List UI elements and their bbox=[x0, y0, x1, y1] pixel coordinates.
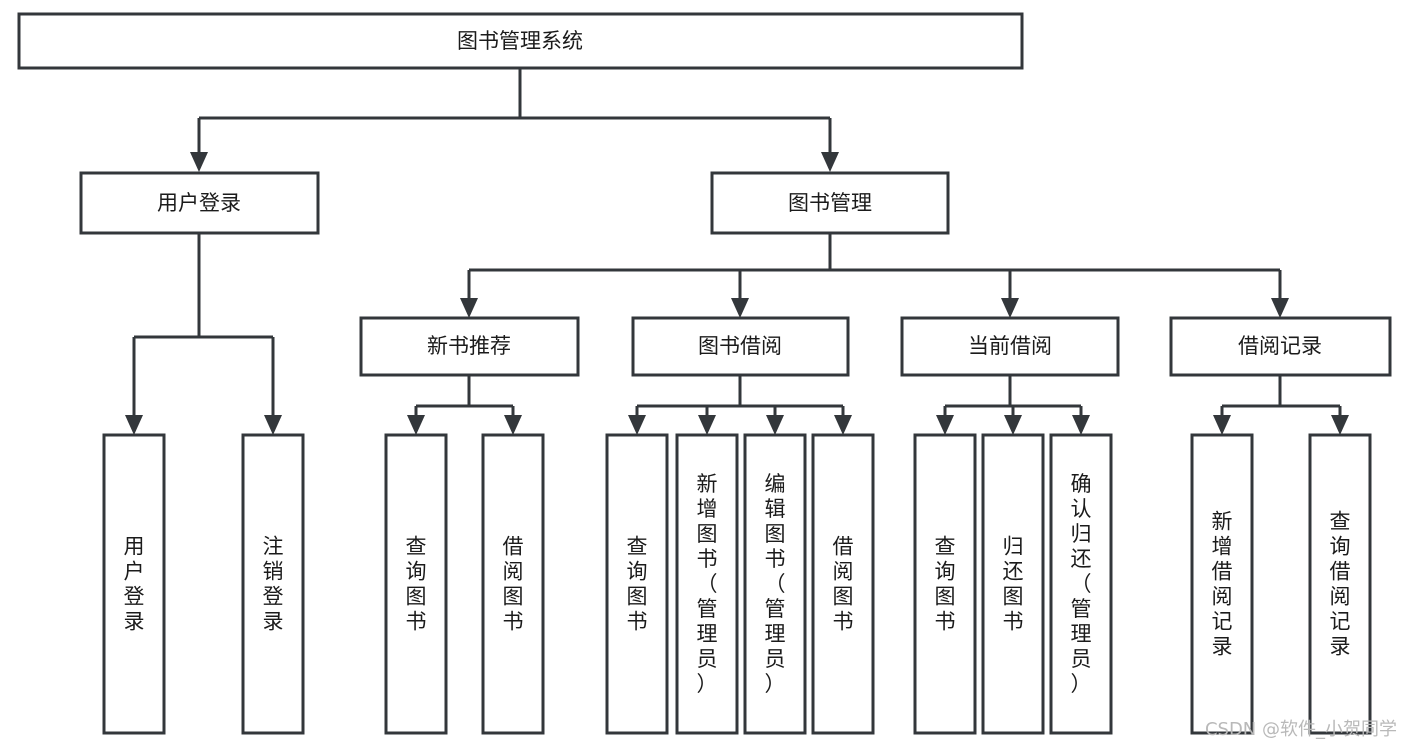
leaf-new-book-borrow[interactable]: 借阅图书 bbox=[481, 433, 545, 735]
leaf-new-book-query[interactable]: 查询图书 bbox=[384, 433, 448, 735]
arrow-rc-leaf1 bbox=[1213, 415, 1231, 435]
edges-layer bbox=[125, 68, 1349, 435]
leaf-user-login-login-label: 用户登录 bbox=[124, 535, 145, 634]
arrow-to-new-book bbox=[460, 298, 478, 318]
node-borrow-record-box[interactable] bbox=[1169, 316, 1392, 377]
node-new-book-recommend-box[interactable] bbox=[359, 316, 580, 377]
csdn-watermark: CSDN @软件_小贺同学 bbox=[1204, 719, 1397, 740]
node-current-borrow-box[interactable] bbox=[900, 316, 1120, 377]
leaf-borrow-borrow-book-box[interactable] bbox=[811, 433, 875, 735]
arrow-to-record bbox=[1271, 298, 1289, 318]
node-user-login-label: 用户登录 bbox=[157, 191, 241, 215]
leaf-user-login-login[interactable]: 用户登录 bbox=[102, 433, 166, 735]
arrow-cb-leaf2 bbox=[1004, 415, 1022, 435]
leaf-new-book-borrow-box[interactable] bbox=[481, 433, 545, 735]
leaf-user-login-logout[interactable]: 注销登录 bbox=[241, 433, 305, 735]
node-book-management[interactable]: 图书管理 bbox=[710, 171, 950, 235]
leaf-borrow-query-box[interactable] bbox=[605, 433, 669, 735]
leaf-current-confirm-return[interactable]: 确认归还（管理员） bbox=[1049, 433, 1113, 735]
node-user-login-box[interactable] bbox=[79, 171, 320, 235]
arrow-bw-leaf2 bbox=[698, 415, 716, 435]
node-new-book-recommend[interactable]: 新书推荐 bbox=[359, 316, 580, 377]
leaf-record-query-box[interactable] bbox=[1308, 433, 1372, 735]
leaf-borrow-borrow-book[interactable]: 借阅图书 bbox=[811, 433, 875, 735]
arrow-cb-leaf3 bbox=[1072, 415, 1090, 435]
arrow-nb-leaf1 bbox=[407, 415, 425, 435]
node-new-book-recommend-label: 新书推荐 bbox=[427, 334, 511, 358]
leaf-current-return[interactable]: 归还图书 bbox=[981, 433, 1045, 735]
arrow-to-current bbox=[1001, 298, 1019, 318]
leaf-record-add-box[interactable] bbox=[1190, 433, 1254, 735]
arrow-nb-leaf2 bbox=[504, 415, 522, 435]
leaf-user-login-logout-box[interactable] bbox=[241, 433, 305, 735]
node-borrow-record-label: 借阅记录 bbox=[1238, 334, 1322, 358]
leaf-current-return-box[interactable] bbox=[981, 433, 1045, 735]
node-user-login[interactable]: 用户登录 bbox=[79, 171, 320, 235]
leaf-current-confirm-return-box[interactable] bbox=[1049, 433, 1113, 735]
node-book-borrow[interactable]: 图书借阅 bbox=[631, 316, 850, 377]
leaf-borrow-query[interactable]: 查询图书 bbox=[605, 433, 669, 735]
leaf-borrow-add-book-label: 新增图书（管理员） bbox=[697, 472, 718, 696]
leaf-new-book-borrow-label: 借阅图书 bbox=[503, 535, 524, 634]
node-current-borrow-label: 当前借阅 bbox=[968, 334, 1052, 358]
arrow-to-book-mgmt bbox=[821, 152, 839, 172]
leaf-borrow-edit-book-box[interactable] bbox=[743, 433, 807, 735]
node-root[interactable]: 图书管理系统 bbox=[17, 12, 1024, 70]
leaf-current-query-label: 查询图书 bbox=[935, 535, 956, 634]
leaf-new-book-query-box[interactable] bbox=[384, 433, 448, 735]
leaf-record-add[interactable]: 新增借阅记录 bbox=[1190, 433, 1254, 735]
arrow-cb-leaf1 bbox=[936, 415, 954, 435]
arrow-to-borrow bbox=[731, 298, 749, 318]
arrow-rc-leaf2 bbox=[1331, 415, 1349, 435]
node-borrow-record[interactable]: 借阅记录 bbox=[1169, 316, 1392, 377]
arrow-to-user-login bbox=[190, 152, 208, 172]
leaf-borrow-edit-book[interactable]: 编辑图书（管理员） bbox=[743, 433, 807, 735]
node-root-label: 图书管理系统 bbox=[457, 29, 583, 53]
leaf-current-return-label: 归还图书 bbox=[1003, 535, 1024, 634]
leaf-new-book-query-label: 查询图书 bbox=[406, 535, 427, 634]
leaf-user-login-logout-label: 注销登录 bbox=[263, 535, 284, 634]
leaf-borrow-add-book-box[interactable] bbox=[675, 433, 739, 735]
leaf-borrow-edit-book-label: 编辑图书（管理员） bbox=[765, 472, 786, 696]
arrow-bw-leaf4 bbox=[834, 415, 852, 435]
leaf-borrow-borrow-book-label: 借阅图书 bbox=[833, 535, 854, 634]
node-book-borrow-box[interactable] bbox=[631, 316, 850, 377]
node-root-box[interactable] bbox=[17, 12, 1024, 70]
node-book-borrow-label: 图书借阅 bbox=[698, 334, 782, 358]
node-current-borrow[interactable]: 当前借阅 bbox=[900, 316, 1120, 377]
leaf-current-query[interactable]: 查询图书 bbox=[913, 433, 977, 735]
node-book-management-box[interactable] bbox=[710, 171, 950, 235]
arrow-to-leaf-user-login bbox=[125, 415, 143, 435]
leaf-current-query-box[interactable] bbox=[913, 433, 977, 735]
leaf-record-add-label: 新增借阅记录 bbox=[1212, 510, 1233, 659]
arrow-bw-leaf3 bbox=[766, 415, 784, 435]
leaf-user-login-login-box[interactable] bbox=[102, 433, 166, 735]
arrow-bw-leaf1 bbox=[628, 415, 646, 435]
leaf-borrow-add-book[interactable]: 新增图书（管理员） bbox=[675, 433, 739, 735]
leaf-record-query-label: 查询借阅记录 bbox=[1330, 510, 1351, 659]
leaf-current-confirm-return-label: 确认归还（管理员） bbox=[1071, 472, 1092, 696]
leaf-record-query[interactable]: 查询借阅记录 bbox=[1308, 433, 1372, 735]
node-book-management-label: 图书管理 bbox=[788, 191, 872, 215]
arrow-to-leaf-logout bbox=[264, 415, 282, 435]
leaf-borrow-query-label: 查询图书 bbox=[627, 535, 648, 634]
